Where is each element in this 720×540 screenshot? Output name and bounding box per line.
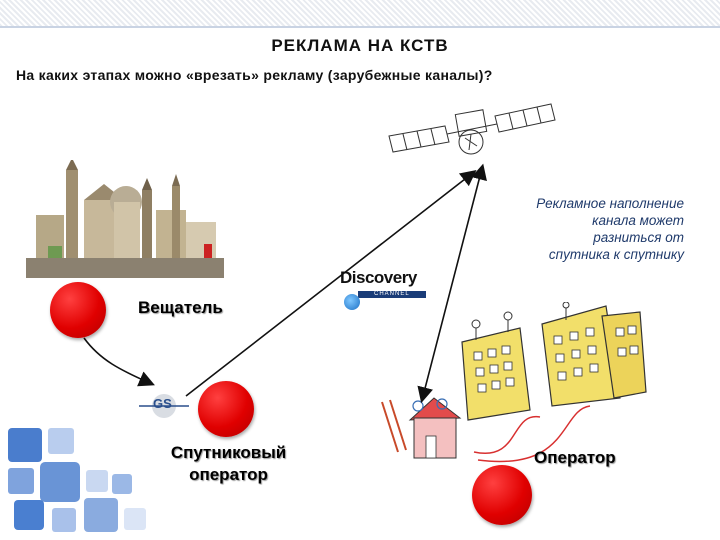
gs-logo-text: GS (153, 396, 172, 411)
arrow-satellite-operator-bidirectional (417, 163, 487, 404)
decorative-tiles (8, 428, 146, 532)
gs-logo: GS (137, 384, 191, 428)
arrow-satellite-operator-to-satellite (185, 170, 477, 397)
header-divider (0, 26, 720, 28)
slide-title: РЕКЛАМА НА КСТВ (271, 36, 449, 55)
operator-marker (472, 465, 532, 525)
discovery-channel-logo: Discovery CHANNEL (338, 268, 428, 312)
broadcaster-marker (50, 282, 106, 338)
advertising-note: Рекламное наполнение канала может разнит… (536, 196, 684, 262)
operator-label: Оператор (534, 448, 616, 467)
header-pattern-band (0, 0, 720, 26)
arrow-broadcaster-to-satellite-operator (83, 337, 155, 387)
city-buildings-illustration (26, 160, 224, 278)
slide-question: На каких этапах можно «врезать» рекламу … (16, 67, 493, 83)
satellite-illustration (383, 96, 561, 174)
globe-icon (344, 294, 360, 310)
discovery-logo-channel: CHANNEL (374, 291, 410, 297)
discovery-logo-bar (358, 291, 426, 298)
satellite-operator-label: Спутниковый оператор (170, 443, 287, 484)
satellite-operator-marker (198, 381, 254, 437)
discovery-logo-text: Discovery (340, 268, 417, 287)
broadcaster-label: Вещатель (138, 298, 223, 317)
